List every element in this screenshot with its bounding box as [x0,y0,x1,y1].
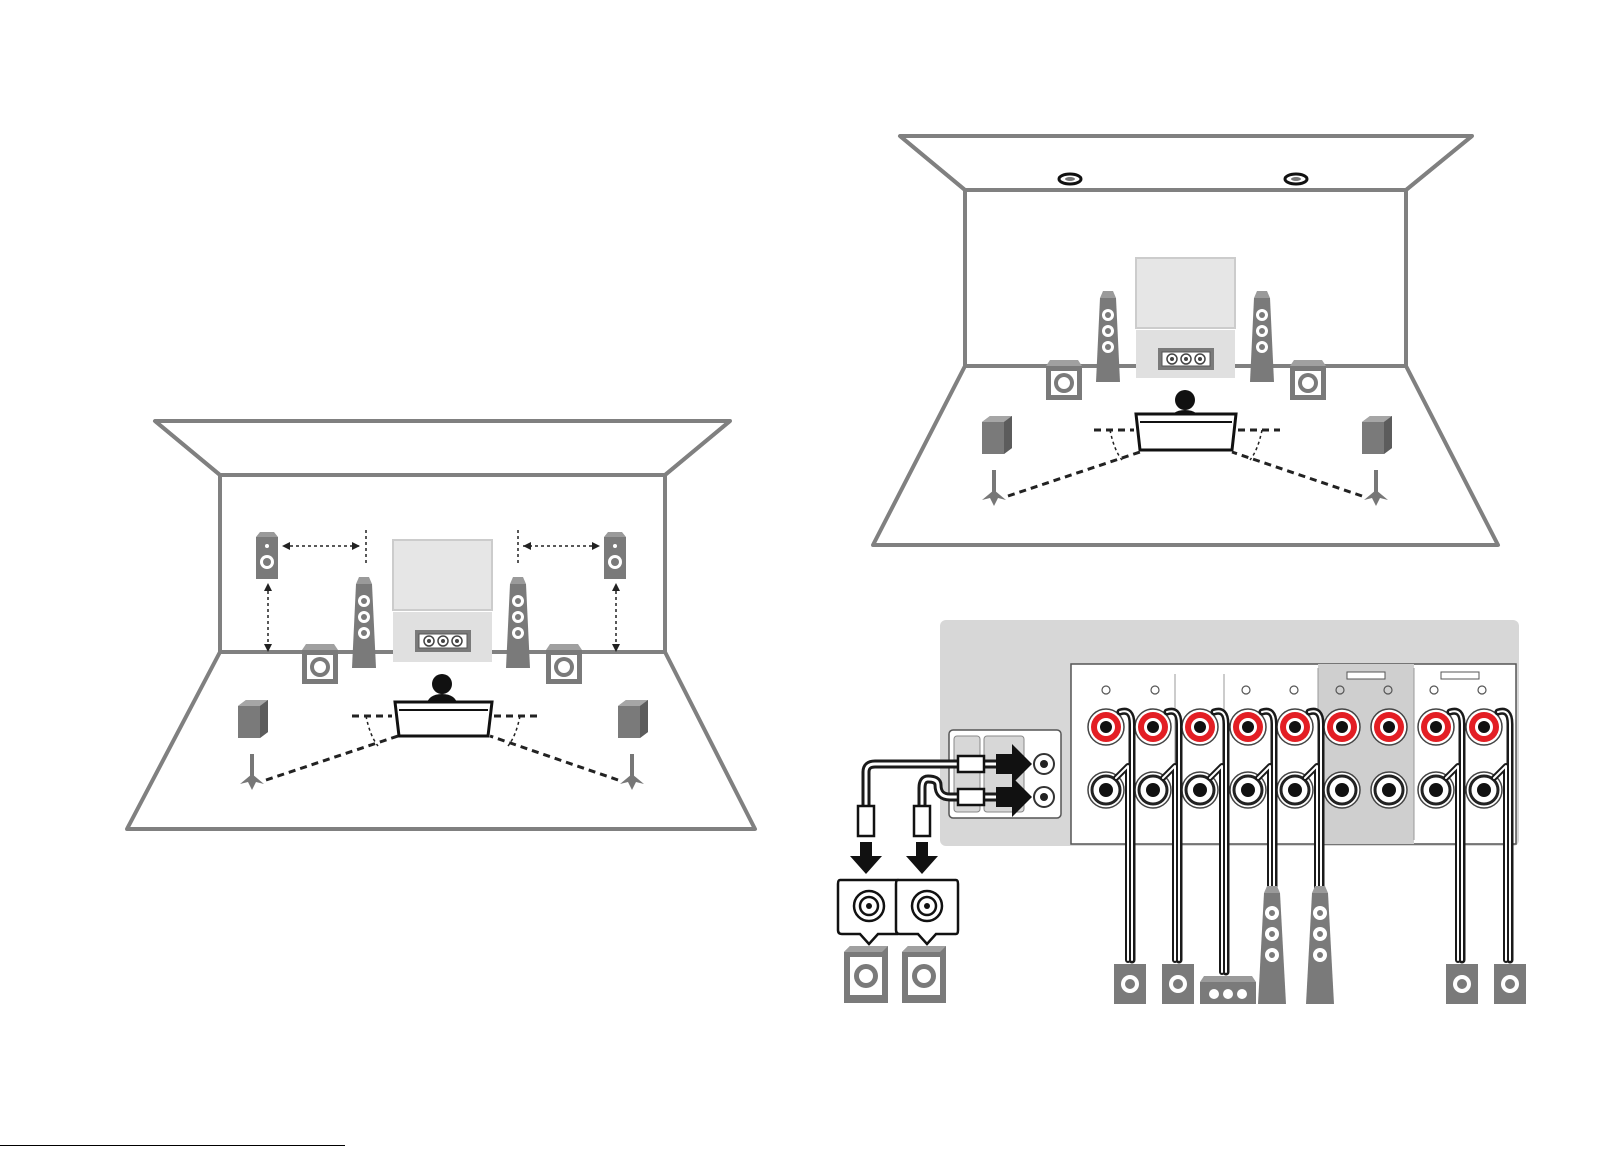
left-surround-left-stand [240,754,264,790]
right-surround-right [1362,416,1392,454]
left-subwoofer-right [546,644,582,684]
right-center-speaker [1158,348,1214,370]
bottom-speaker-1 [1114,964,1146,1004]
terminal-red-7 [1371,709,1407,745]
right-ceiling-speaker-right [1285,174,1307,184]
right-subwoofer-right [1290,360,1326,400]
left-front-left-tower [352,577,376,668]
left-room-scene [127,421,755,829]
down-arrow-1 [850,842,882,874]
rear-panel-scene [838,620,1526,1004]
left-surround-left [238,700,268,738]
left-front-right-tower [506,577,530,668]
down-arrow-2 [906,842,938,874]
left-sofa [395,702,492,736]
bottom-speaker-2 [1162,964,1194,1004]
left-surround-right-stand [620,754,644,790]
left-center-speaker [415,630,471,652]
bottom-center-speaker [1200,976,1256,1004]
terminal-black-7 [1371,772,1407,808]
right-front-right-tower [1250,291,1274,382]
bottom-tower-right [1306,886,1334,1004]
bottom-subwoofer-right [902,946,946,1003]
left-front-presence-right [604,532,626,579]
right-sofa [1136,414,1236,450]
speaker-terminal-block [1071,664,1516,844]
terminal-black-6 [1324,772,1360,808]
bottom-speaker-7 [1446,964,1478,1004]
left-surround-right [618,700,648,738]
right-room-scene [873,136,1498,545]
left-front-presence-left [256,532,278,579]
right-front-left-tower [1096,291,1120,382]
right-surround-left [982,416,1012,454]
bottom-speaker-8 [1494,964,1526,1004]
bottom-tower-left [1258,886,1286,1004]
subwoofer-input-callouts [838,880,958,944]
footer-rule [0,1145,345,1146]
right-ceiling-speaker-left [1059,174,1081,184]
right-surround-left-stand [982,470,1006,506]
terminal-red-6 [1324,709,1360,745]
right-surround-right-stand [1364,470,1388,506]
right-subwoofer-left [1046,360,1082,400]
left-subwoofer-left [302,644,338,684]
bottom-subwoofer-left [844,946,888,1003]
